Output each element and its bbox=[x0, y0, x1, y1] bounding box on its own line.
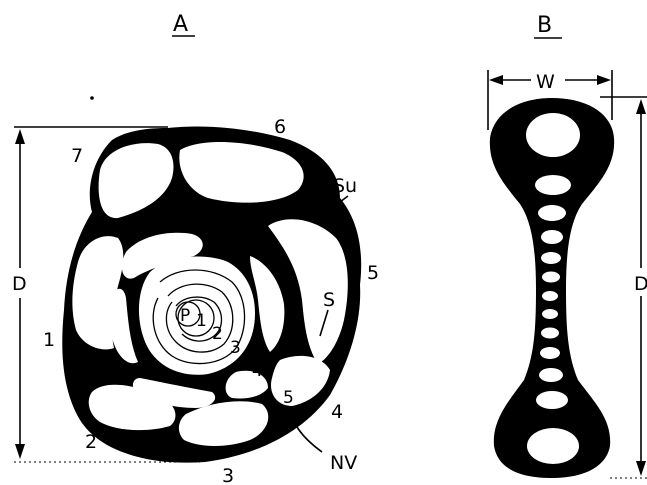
label-inner-3: 3 bbox=[230, 338, 241, 358]
width-arrow-left bbox=[489, 75, 503, 85]
label-chamber-7: 7 bbox=[71, 145, 83, 167]
label-septum: S bbox=[323, 289, 335, 311]
axial-chamber-6 bbox=[542, 272, 560, 283]
axial-chamber-7 bbox=[542, 291, 558, 301]
label-suture: Su bbox=[333, 175, 357, 197]
dim-arrow-top bbox=[15, 129, 25, 144]
label-chamber-1: 1 bbox=[43, 329, 55, 351]
label-inner-2: 2 bbox=[212, 324, 223, 344]
axial-chamber-1 bbox=[526, 113, 580, 157]
dim-label-d: D bbox=[12, 273, 27, 295]
axial-chamber-11 bbox=[539, 368, 563, 382]
label-chamber-6: 6 bbox=[274, 116, 286, 138]
height-arrow-bottom bbox=[636, 461, 646, 476]
label-chamber-4-outer: 4 bbox=[331, 401, 343, 423]
panel-b-title: B bbox=[537, 13, 552, 38]
width-label: W bbox=[536, 71, 555, 93]
axial-chamber-8 bbox=[542, 309, 558, 319]
axial-chamber-10 bbox=[540, 347, 560, 359]
label-chamber-3: 3 bbox=[222, 465, 234, 485]
axial-chamber-3 bbox=[538, 205, 566, 221]
axial-chamber-2 bbox=[535, 175, 571, 195]
axial-chamber-5 bbox=[541, 252, 561, 264]
panel-a: A D bbox=[10, 12, 379, 485]
height-arrow-top bbox=[636, 99, 646, 114]
height-label: D bbox=[634, 273, 647, 295]
label-chamber-2: 2 bbox=[85, 431, 97, 453]
label-chamber-5-outer: 5 bbox=[367, 262, 379, 284]
panel-b: B W D bbox=[488, 13, 647, 478]
axial-chamber-9 bbox=[541, 328, 559, 339]
axial-chamber-12 bbox=[536, 391, 568, 409]
axial-chamber-13 bbox=[527, 428, 579, 464]
label-inner-1: 1 bbox=[196, 311, 207, 331]
label-proloculus: P bbox=[180, 306, 190, 326]
axial-shell bbox=[490, 98, 614, 478]
label-nv: NV bbox=[330, 452, 357, 474]
width-arrow-right bbox=[597, 75, 611, 85]
axial-chamber-4 bbox=[541, 230, 563, 244]
label-inner-4: 4 bbox=[252, 361, 263, 381]
test-shell bbox=[62, 127, 361, 463]
speck bbox=[90, 96, 94, 100]
dim-arrow-bottom bbox=[15, 444, 25, 459]
panel-a-title: A bbox=[173, 12, 188, 37]
label-inner-5: 5 bbox=[283, 388, 294, 408]
